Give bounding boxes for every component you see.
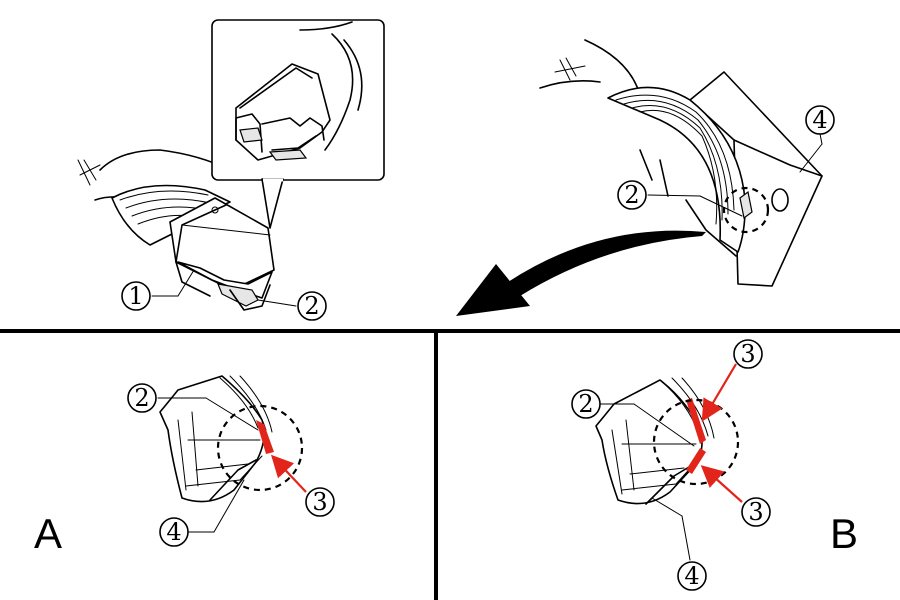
cover-detail-inset	[211, 19, 385, 229]
callout-number: 3	[748, 498, 763, 526]
callout-number: 2	[578, 390, 593, 418]
callout-cover-2-top: 2	[257, 291, 327, 321]
callout-pedal-part-1: 1	[121, 269, 195, 311]
callout-number: 4	[812, 106, 827, 134]
callout-number: 2	[624, 181, 639, 209]
callout-number: 2	[304, 292, 319, 320]
callout-number: 3	[312, 488, 327, 516]
pedal-board-illustration	[539, 39, 823, 287]
callout-board-4-b: 4	[651, 497, 707, 591]
callout-board-4-top: 4	[799, 105, 835, 173]
callout-number: 1	[128, 282, 143, 310]
callout-adhesion-3-a: 3	[270, 454, 335, 517]
callout-cover-2-right: 2	[617, 180, 743, 217]
callout-adhesion-3-b-top: 3	[701, 339, 763, 422]
panel-a-detail	[159, 375, 304, 503]
callout-number: 2	[134, 384, 149, 412]
panel-b-label: B	[830, 510, 858, 557]
callout-cover-2-b: 2	[571, 389, 695, 447]
callout-number: 4	[166, 518, 181, 546]
callout-cover-2-a: 2	[127, 383, 259, 431]
callout-board-4-a: 4	[159, 479, 245, 547]
curved-arrow-icon	[456, 230, 706, 316]
pedal-with-cover-illustration	[77, 149, 275, 311]
callout-number: 4	[684, 562, 699, 590]
panel-a-label: A	[34, 510, 62, 557]
callout-adhesion-3-b-bottom: 3	[700, 465, 771, 527]
callout-number: 3	[740, 340, 755, 368]
